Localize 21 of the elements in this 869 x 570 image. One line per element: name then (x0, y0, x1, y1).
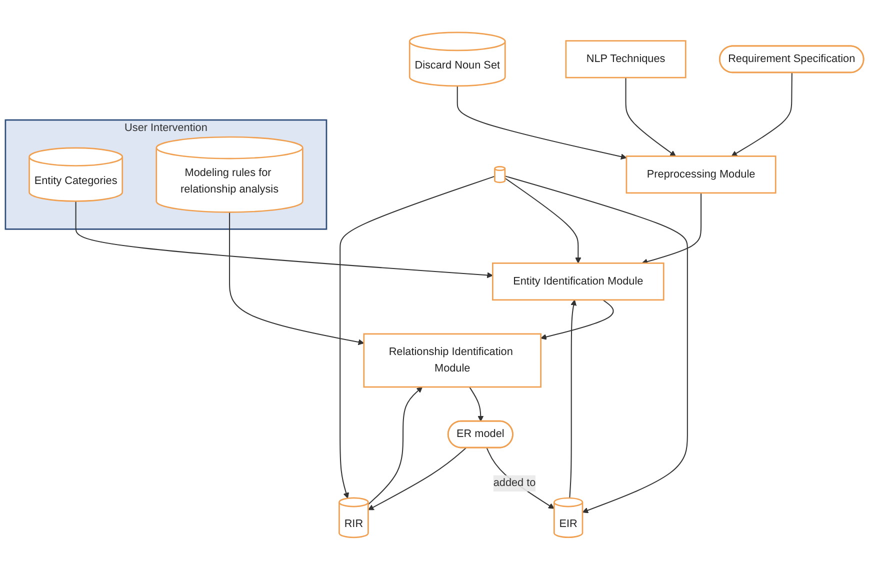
arrow (625, 78, 676, 157)
arrow (731, 72, 792, 157)
arrow (75, 201, 493, 278)
node-box: Preprocessing Module (626, 156, 776, 194)
arrow (569, 300, 577, 498)
arrow (504, 176, 688, 514)
node-cylinder (494, 166, 506, 184)
arrow (229, 212, 364, 346)
node-box: Entity Identification Module (492, 262, 664, 301)
arrow (469, 386, 484, 422)
arrow (456, 86, 627, 160)
node-box: Relationship Identification Module (363, 333, 542, 388)
arrow (486, 448, 554, 509)
arrow (540, 300, 614, 340)
arrow (504, 178, 582, 264)
node-box: NLP Techniques (565, 40, 686, 78)
arrow (642, 193, 702, 265)
edge-label: added to (493, 477, 536, 489)
arrow (368, 448, 466, 510)
arrow (340, 176, 495, 499)
arrow (368, 386, 423, 505)
